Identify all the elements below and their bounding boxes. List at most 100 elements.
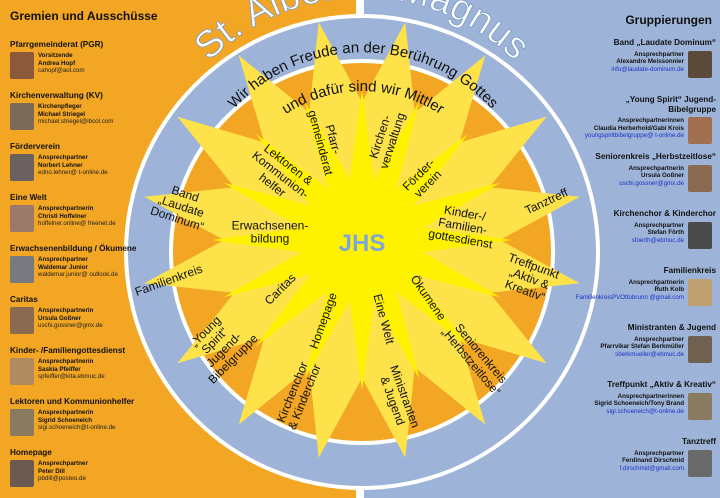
- man-photo: [10, 154, 34, 181]
- section-heading: Erwachsenenbildung / Ökumene: [10, 244, 137, 253]
- contact-name: Ursula Goßner: [641, 172, 684, 180]
- man-photo: [10, 256, 34, 283]
- contact-email[interactable]: sberkmueller@ebmuc.de: [615, 350, 684, 358]
- contact-role: Ansprechpartnerin: [38, 409, 94, 416]
- contact-role: Vorsitzende: [38, 52, 73, 59]
- contact-name: Saskia Pfeiffer: [38, 365, 81, 373]
- contact-email[interactable]: uschi.gossner@gmx.de: [38, 322, 103, 330]
- woman-photo: [10, 307, 34, 334]
- contact-role: Ansprechpartnerinnen: [617, 117, 684, 124]
- section-heading: „Young Spirit“ Jugend-Bibelgruppe: [625, 95, 716, 114]
- inner-labels-erwachsenenbildung: Erwachsenen-bildung: [232, 219, 309, 246]
- contact-role: Ansprechpartner: [38, 460, 88, 467]
- contact-email[interactable]: michael.striegel@ibcol.com: [38, 118, 114, 126]
- contact-role: Ansprechpartner: [634, 335, 684, 343]
- contact-email[interactable]: pbdill@posteo.de: [38, 475, 86, 483]
- contact-role: Ansprechpartnerin: [38, 358, 94, 365]
- contact-email[interactable]: waldemar.junior@ outlook.de: [38, 271, 118, 279]
- contact-name: Ferdinand Dirschmid: [622, 457, 684, 465]
- man-photo: [688, 449, 712, 477]
- right-panel: Gruppierungen Band „Laudate Dominum“Ansp…: [576, 0, 720, 498]
- group-photo: [688, 117, 712, 144]
- contact-email[interactable]: uschi.gossner@gmx.de: [619, 179, 684, 187]
- contact-name: Alexandre Meissonnier: [616, 58, 684, 66]
- contact-name: Pfarrvikar Stefan Berkmüller: [600, 343, 684, 351]
- contact-role: Ansprechpartner: [38, 154, 88, 161]
- contact-name: Claudia Herberhold/Gabi Krois: [593, 124, 684, 132]
- contact-role: Ansprechpartnerin: [38, 205, 94, 212]
- contact-email[interactable]: FamilienkreisPVOttobrunn @gmail.com: [575, 293, 684, 301]
- contact-email[interactable]: sigi.schoeneich@t-online.de: [38, 424, 116, 432]
- section-heading: Ministranten & Jugend: [627, 323, 716, 332]
- contact-email[interactable]: youngspiritbibelgruppe@ t-online.de: [584, 132, 684, 140]
- contact-name: Sigrid Schoeneich/Tony Brand: [594, 400, 684, 408]
- contact-name: Sigrid Schoeneich: [38, 416, 92, 424]
- man-photo: [688, 221, 712, 249]
- section-right: Seniorenkreis „Herbstzeitlose“ Ansprechpa…: [578, 152, 716, 199]
- contact-role: Ansprechpartnerin: [628, 278, 684, 286]
- contact-name: Christl Hoffelner: [38, 212, 87, 220]
- contact-email[interactable]: info@laudate-dominum.de: [611, 65, 684, 73]
- contact-role: Ansprechpartner: [634, 50, 684, 58]
- center-label: JHS: [339, 230, 386, 257]
- man-photo: [688, 335, 712, 363]
- contact-role: Ansprechpartnerin: [38, 307, 94, 314]
- contact-email[interactable]: hoffelner.online@ freenet.de: [38, 220, 116, 228]
- section-heading: Treffpunkt „Aktiv & Kreativ“: [607, 380, 716, 389]
- contact-email[interactable]: sfoerth@ebmuc.de: [631, 236, 684, 244]
- center-disc: [320, 198, 404, 282]
- man-photo: [10, 460, 34, 487]
- section-heading: Tanztreff: [682, 437, 716, 446]
- contact-email[interactable]: f.dirschmid@gmail.com: [619, 464, 684, 472]
- contact-role: Ansprechpartner: [634, 449, 684, 457]
- section-heading: Band „Laudate Dominum“: [613, 38, 716, 47]
- contact-email[interactable]: sigi.schoeneich@t-online.de: [606, 407, 684, 415]
- section-heading: Kirchenchor & Kinderchor: [613, 209, 716, 218]
- contact-email[interactable]: spfeiffer@kita.ebmuc.de: [38, 373, 105, 381]
- section-heading: Kirchenverwaltung (KV): [10, 91, 103, 100]
- section-heading: Seniorenkreis „Herbstzeitlose“: [595, 152, 716, 161]
- contact-email[interactable]: edno.lehner@ t-online.de: [38, 169, 108, 177]
- left-panel-title: Gremien und Ausschüsse: [10, 9, 158, 23]
- woman-photo: [10, 409, 34, 436]
- contact-email[interactable]: cahopf@aol.com: [38, 67, 85, 75]
- section-heading: Caritas: [10, 295, 38, 304]
- group-photo: [688, 392, 712, 420]
- section-right: Treffpunkt „Aktiv & Kreativ“ Ansprechpart…: [578, 380, 716, 427]
- contact-name: Peter Dill: [38, 467, 65, 475]
- woman-photo: [688, 164, 712, 192]
- section-heading: Pfarrgemeinderat (PGR): [10, 40, 104, 49]
